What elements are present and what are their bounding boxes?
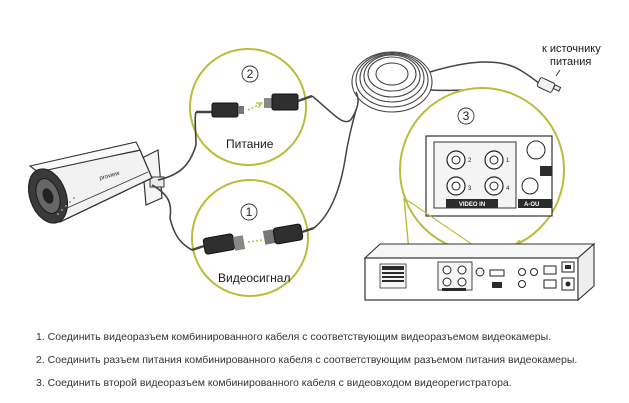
instructions-list: 1. Соединить видеоразъем комбинированног… — [36, 330, 616, 399]
port-label-2: 2 — [468, 158, 472, 164]
dvr-illustration — [363, 242, 596, 302]
video-in-port-4 — [484, 176, 504, 196]
video-callout: 1 Видеосигнал — [191, 179, 315, 297]
step-3-number: 3 — [463, 109, 470, 123]
step-2-number: 2 — [247, 67, 254, 81]
instruction-step-2: 2. Соединить разъем питания комбинирован… — [36, 354, 578, 366]
instruction-step-3: 3. Соединить второй видеоразъем комбинир… — [36, 377, 512, 389]
panel-aout-label: A-OU — [524, 202, 539, 208]
power-source-label-line2: питания — [550, 56, 591, 68]
instruction-step-1: 1. Соединить видеоразъем комбинированног… — [36, 331, 552, 343]
power-plug-icon — [536, 77, 562, 93]
camera-connection-diagram: proview 2 Питание 1 — [27, 43, 601, 302]
dvr-panel-callout: 3 VIDEO IN A-OU 2 1 3 4 — [399, 87, 565, 263]
cable-coil — [351, 51, 433, 113]
video-in-port-2 — [446, 150, 466, 170]
svg-text:proview: proview — [99, 171, 121, 182]
power-connector-icon — [196, 93, 313, 118]
panel-video-in-label: VIDEO IN — [459, 202, 485, 208]
port-label-3: 3 — [468, 186, 472, 192]
video-label: Видеосигнал — [218, 271, 290, 285]
step-1-number: 1 — [246, 205, 253, 219]
power-label: Питание — [226, 137, 274, 151]
power-source-label-line1: к источнику — [542, 43, 601, 55]
bnc-connector-icon — [191, 223, 315, 255]
camera-illustration: proview — [27, 141, 197, 224]
port-label-4: 4 — [506, 186, 510, 192]
video-in-port-1 — [484, 150, 504, 170]
video-in-port-3 — [446, 176, 466, 196]
power-callout: 2 Питание — [189, 48, 313, 166]
port-label-1: 1 — [506, 158, 510, 164]
